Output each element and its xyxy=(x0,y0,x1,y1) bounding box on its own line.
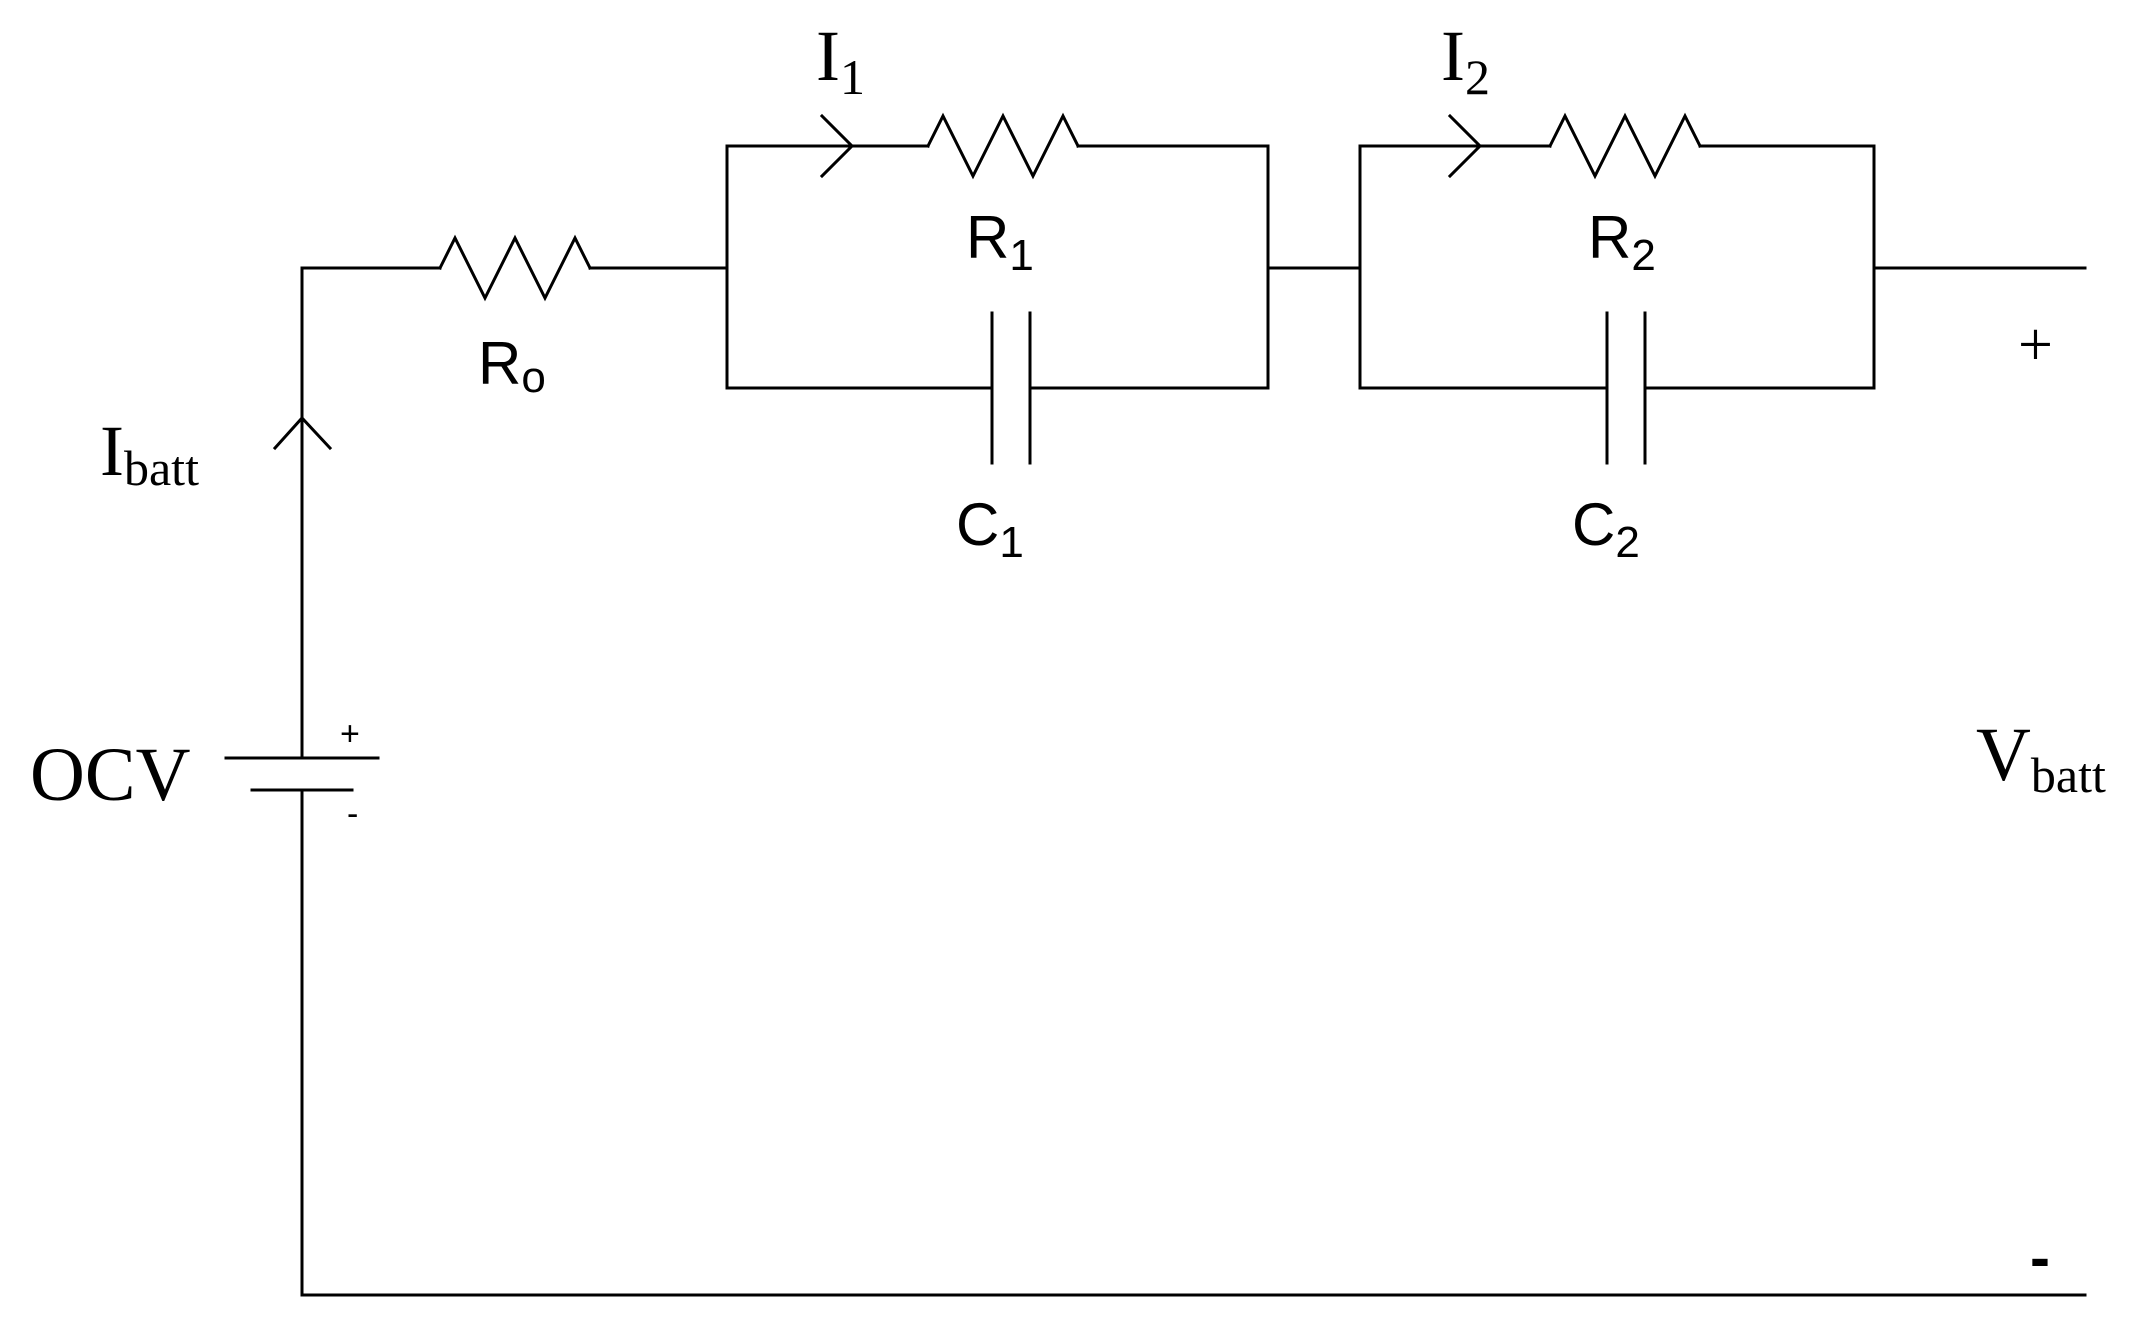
resistor-r1 xyxy=(925,112,1081,180)
label-c1: C1 xyxy=(956,491,1024,567)
label-i1: I1 xyxy=(816,16,865,105)
terminal-minus-sign: - xyxy=(2030,1224,2050,1291)
label-c2: C2 xyxy=(1572,491,1640,567)
label-ibatt: Ibatt xyxy=(100,411,199,496)
label-r2: R2 xyxy=(1588,204,1656,280)
label-ro: Ro xyxy=(478,330,546,402)
battery-minus-sign: - xyxy=(347,795,358,833)
label-r1: R1 xyxy=(966,204,1034,280)
resistor-r2 xyxy=(1547,112,1703,180)
label-vbatt: Vbatt xyxy=(1976,713,2106,803)
current-arrow-i1 xyxy=(819,113,855,179)
label-ocv: OCV xyxy=(30,733,191,817)
terminal-plus-sign: + xyxy=(2018,311,2053,379)
label-i2: I2 xyxy=(1441,16,1490,105)
current-arrow-ibatt xyxy=(272,415,333,451)
current-arrow-i2 xyxy=(1447,113,1483,179)
battery-plus-sign: + xyxy=(340,715,360,753)
resistor-ro xyxy=(437,234,593,302)
